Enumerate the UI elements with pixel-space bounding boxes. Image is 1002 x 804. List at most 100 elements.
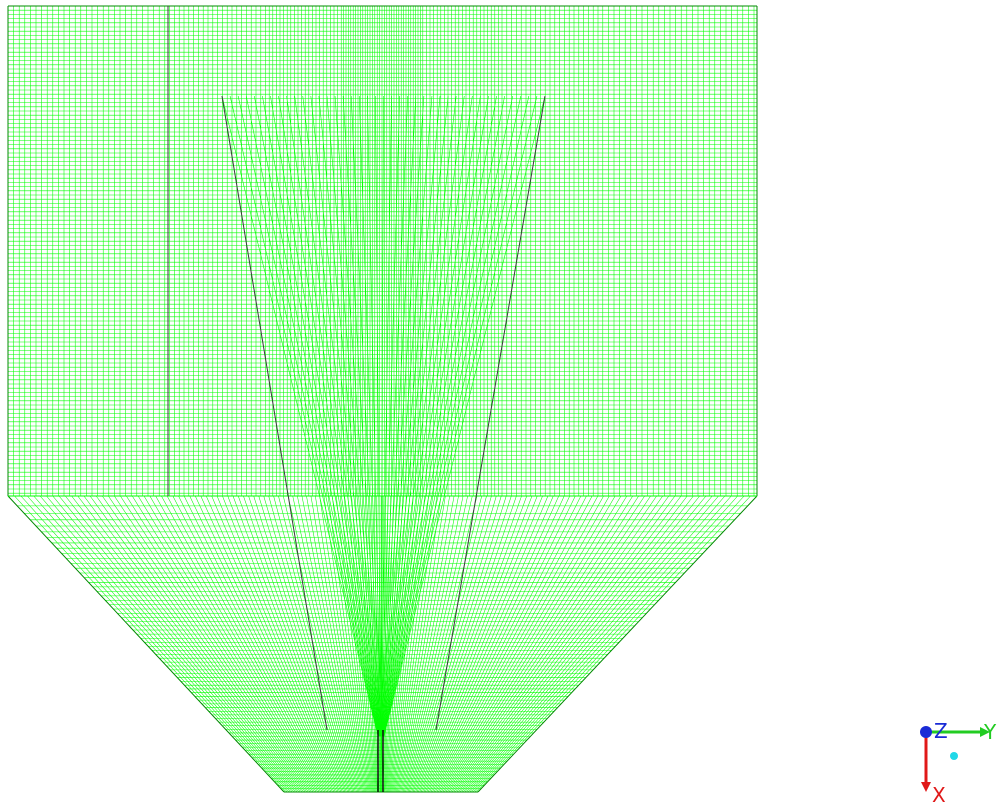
mesh-cone-ray [383, 95, 530, 737]
mesh-hopper-ray [315, 495, 364, 792]
mesh-hopper-ray [232, 495, 343, 792]
mesh-cone-ray [381, 95, 441, 737]
mesh-hopper-ray [114, 495, 312, 792]
mesh-cone-ray [318, 95, 381, 737]
mesh-hopper-ray [476, 495, 751, 792]
mesh-hopper-ray [429, 495, 570, 792]
mesh-cone-ray [254, 95, 379, 737]
mesh-hopper-ray [393, 495, 434, 792]
mesh-hopper-ray [58, 495, 298, 792]
mesh-hopper-ray [385, 495, 400, 792]
mesh-hopper-ray [445, 495, 633, 792]
mesh-hopper-ray [439, 495, 610, 792]
mesh-hopper-ray [376, 495, 380, 792]
mesh-hopper-ray [402, 495, 468, 792]
mesh-hopper-ray [211, 495, 338, 792]
mesh-cone-ray [382, 95, 505, 737]
mesh-hopper-ray [386, 495, 404, 792]
mesh-hopper-ray [395, 495, 442, 792]
mesh-hopper-ray [331, 495, 369, 792]
mesh-hopper-ray [474, 495, 745, 792]
mesh-hopper-ray [411, 495, 502, 792]
mesh-hopper-ray [432, 495, 582, 792]
mesh-cone-ray [382, 95, 473, 737]
mesh-hopper-ray [253, 495, 348, 792]
mesh-cone-ray [262, 95, 380, 737]
mesh-hopper-ray [453, 495, 663, 792]
mesh-hopper-ray [448, 495, 645, 792]
mesh-hopper-ray [126, 495, 315, 792]
mesh-hopper-ray [464, 495, 707, 792]
mesh-hopper-ray [292, 495, 359, 792]
mesh-hopper-ray [472, 495, 738, 792]
mesh-hopper-ray [399, 495, 455, 792]
mesh-hopper-ray [323, 495, 367, 792]
mesh-hopper-ray [471, 495, 732, 792]
mesh-hopper-ray [189, 495, 332, 792]
mesh-hopper-ray [183, 495, 330, 792]
mesh-hopper-ray [419, 495, 533, 792]
mesh-cone-ray [382, 95, 457, 737]
mesh-hopper-ray [222, 495, 340, 792]
mesh-cone-ray [383, 95, 513, 737]
mesh-hopper-ray [407, 495, 487, 792]
mesh-hopper-ray [436, 495, 599, 792]
mesh-cone-ray [381, 95, 425, 737]
mesh-hopper-ray [420, 495, 538, 792]
mesh-hopper-ray [243, 495, 346, 792]
mesh-hopper-ray [166, 495, 326, 792]
mesh-cone-edge-left [221, 95, 328, 731]
mesh-hopper-ray [89, 495, 306, 792]
axis-triad: Z Y X [920, 719, 997, 804]
mesh-cone-ray [375, 95, 382, 737]
mesh-hopper-ray [132, 495, 317, 792]
mesh-hopper-ray [227, 495, 342, 792]
mesh-hopper-ray [327, 495, 368, 792]
mesh-hopper-ray [120, 495, 314, 792]
mesh-cone-ray [380, 95, 384, 737]
mesh-hopper-ray [71, 495, 301, 792]
mesh-hopper-ray [450, 495, 651, 792]
mesh-cone-ray [286, 95, 380, 737]
mesh-cone-ray [381, 95, 433, 737]
mesh-hopper-ray [77, 495, 303, 792]
mesh-hopper-ray [380, 495, 383, 792]
mesh-cone-ray [302, 95, 380, 737]
mesh-hopper-ray [20, 495, 288, 792]
mesh-cone-ray [294, 95, 380, 737]
mesh-hopper-ray [433, 495, 587, 792]
mesh-hopper-ray [306, 495, 362, 792]
mesh-hopper-ray [102, 495, 309, 792]
mesh-cone-ray [270, 95, 380, 737]
mesh-hopper-ray [461, 495, 694, 792]
mesh-hopper-ray [137, 495, 318, 792]
mesh-cone-ray [382, 95, 497, 737]
mesh-hopper-ray [435, 495, 593, 792]
mesh-outline-edge [477, 495, 758, 793]
x-axis-label: X [932, 783, 946, 804]
mesh-cone-ray [382, 95, 465, 737]
center-marker [950, 752, 958, 760]
mesh-hopper-ray [416, 495, 522, 792]
mesh-cone-ray [381, 95, 417, 737]
mesh-hopper-ray [347, 495, 373, 792]
mesh-outline-edge [7, 495, 285, 793]
mesh-hopper-ray [248, 495, 347, 792]
mesh-hopper-ray [297, 495, 360, 792]
mesh-hopper-ray [430, 495, 576, 792]
mesh-hopper-ray [39, 495, 293, 792]
mesh-cone-ray [382, 95, 489, 737]
mesh-hopper-ray [451, 495, 657, 792]
mesh-hopper-ray [283, 495, 356, 792]
mesh-hopper-ray [343, 495, 372, 792]
mesh-hopper-ray [426, 495, 559, 792]
mesh-hopper-ray [216, 495, 339, 792]
mesh-hopper-ray [319, 495, 365, 792]
mesh-hopper-ray [155, 495, 323, 792]
mesh-hopper-ray [268, 495, 352, 792]
mesh-hopper-ray [149, 495, 321, 792]
mesh-cone-ray [381, 95, 409, 737]
mesh-hopper-ray [95, 495, 308, 792]
